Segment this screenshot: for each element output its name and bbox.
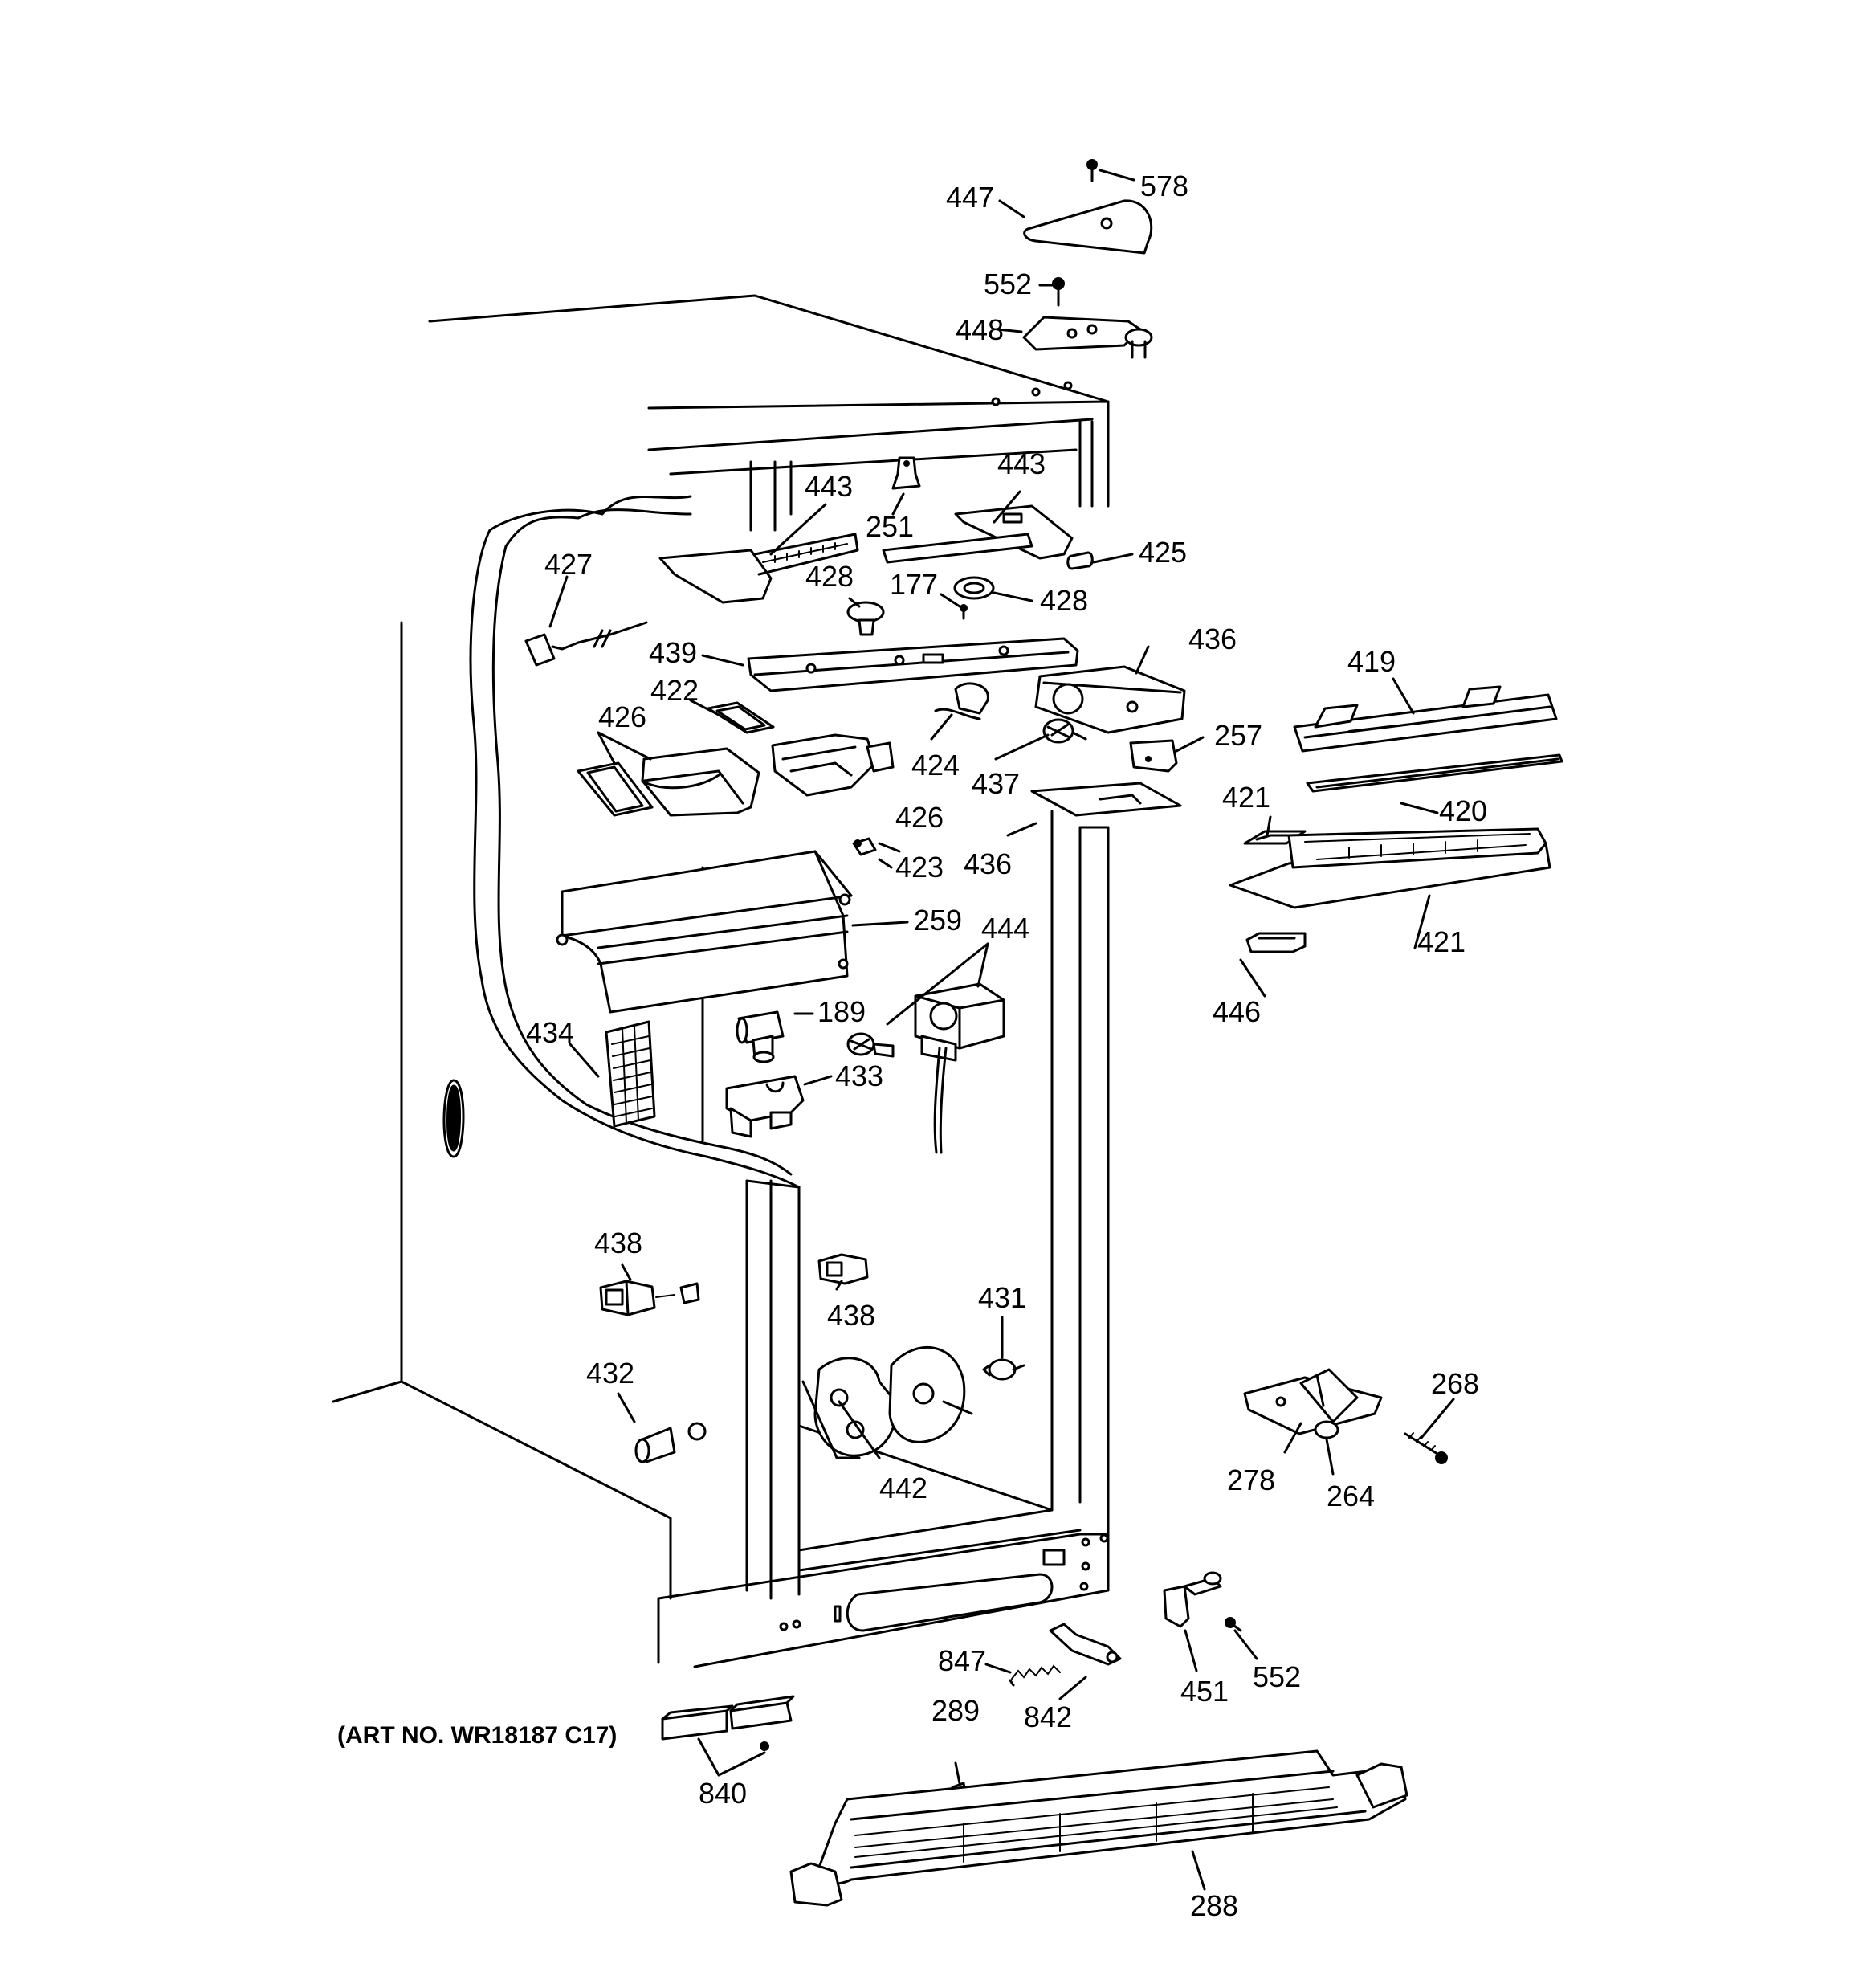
part-426-damper-control [771, 733, 895, 797]
part-840-brackets [661, 1695, 795, 1751]
callout-438-right: 438 [827, 1299, 875, 1332]
part-433-bracket [725, 1075, 805, 1138]
callout-424: 424 [911, 749, 960, 782]
part-444-lamp [846, 1032, 895, 1058]
part-278-bracket [1243, 1368, 1383, 1435]
callout-189: 189 [817, 995, 866, 1028]
callout-446: 446 [1213, 995, 1261, 1028]
callout-278: 278 [1227, 1463, 1275, 1496]
part-426-gasket-left [577, 761, 654, 817]
callout-443-left: 443 [805, 470, 853, 503]
callout-436-bottom: 436 [964, 847, 1012, 880]
callout-423: 423 [895, 851, 944, 884]
part-428-gear-left [846, 601, 885, 636]
part-432-bushing [634, 1422, 707, 1463]
part-451-hinge-bottom [1163, 1571, 1222, 1628]
callout-438-left: 438 [594, 1227, 642, 1259]
part-424-thermostat [934, 682, 989, 720]
part-437-lamp-socket [1042, 718, 1087, 744]
callout-426-right: 426 [895, 801, 944, 834]
callout-447: 447 [946, 181, 994, 214]
part-421-shelf-frame [1229, 827, 1551, 909]
callout-437: 437 [972, 767, 1020, 800]
callout-431: 431 [978, 1281, 1026, 1314]
callout-552: 552 [984, 267, 1032, 300]
art-number-caption: (ART NO. WR18187 C17) [337, 1722, 617, 1749]
callout-259: 259 [914, 904, 962, 937]
callout-425: 425 [1139, 536, 1187, 569]
callout-268: 268 [1431, 1367, 1479, 1400]
callout-434: 434 [526, 1016, 574, 1049]
callout-257: 257 [1214, 719, 1262, 752]
part-427-plug-wire [524, 621, 648, 667]
part-578-screw [1086, 159, 1098, 182]
callout-439: 439 [649, 636, 697, 669]
leader-lines [548, 169, 1455, 1891]
callout-432: 432 [586, 1357, 634, 1390]
part-420-trim-bar [1306, 753, 1563, 793]
part-177-screw [960, 604, 968, 620]
part-434-vent-grille [605, 1020, 656, 1128]
part-419-trim-strip [1293, 685, 1558, 753]
part-264-roller [1314, 1420, 1339, 1439]
part-446-light-lens [1245, 932, 1307, 953]
refrigerator-cabinet [332, 294, 1110, 1668]
callout-177: 177 [890, 568, 938, 601]
callout-421-small: 421 [1222, 781, 1270, 814]
callout-436-top: 436 [1188, 623, 1237, 655]
callout-288: 288 [1190, 1889, 1238, 1922]
callout-442: 442 [879, 1472, 927, 1504]
callout-289: 289 [932, 1694, 980, 1727]
part-443-damper-bracket-right [882, 504, 1074, 564]
part-438-light-socket-right [817, 1253, 869, 1285]
callout-labels: 578 447 552 448 443 251 443 425 427 428 … [337, 169, 1487, 1922]
callout-428-right: 428 [1040, 584, 1088, 617]
part-447-hinge-cover [1023, 199, 1153, 255]
part-436-lamp-shield [1030, 782, 1182, 817]
callout-448: 448 [956, 313, 1004, 346]
callout-443-right: 443 [997, 447, 1046, 480]
callout-451: 451 [1180, 1675, 1229, 1708]
part-436-control-housing [1034, 665, 1186, 734]
part-423-fitting [852, 837, 877, 856]
part-425-plug [1066, 551, 1094, 570]
part-438-light-socket-left [599, 1280, 700, 1316]
part-431-bulb [982, 1358, 1025, 1381]
callout-421-frame: 421 [1417, 925, 1466, 958]
callout-578: 578 [1140, 169, 1188, 202]
callout-264: 264 [1327, 1480, 1375, 1512]
callout-842: 842 [1024, 1700, 1072, 1733]
part-251-clip [891, 456, 921, 490]
part-847-spring [1009, 1664, 1061, 1687]
part-257-switch [1129, 739, 1178, 773]
part-842-link [1049, 1623, 1122, 1666]
callout-420: 420 [1439, 794, 1487, 827]
callout-428-left: 428 [805, 560, 854, 593]
part-552-screw-top [1052, 277, 1065, 307]
callout-251: 251 [866, 510, 914, 543]
part-443-damper-bracket-left [658, 533, 859, 604]
part-189-tee-fitting [736, 1010, 785, 1063]
part-422-gasket [707, 701, 775, 734]
callout-419: 419 [1347, 645, 1396, 678]
callout-444: 444 [981, 912, 1029, 945]
part-444-light-socket-housing [914, 982, 1005, 1154]
callout-422: 422 [650, 674, 699, 707]
part-442-fan-assembly [813, 1346, 973, 1457]
callout-552-bottom: 552 [1253, 1660, 1301, 1693]
part-428-gear-right [953, 576, 995, 600]
part-448-hinge-top [1022, 316, 1153, 359]
callout-427: 427 [544, 548, 593, 581]
callout-433: 433 [835, 1059, 883, 1092]
part-439-cover-plate [747, 637, 1079, 692]
part-552-screw-bottom [1225, 1617, 1242, 1632]
callout-840: 840 [699, 1777, 747, 1810]
callout-847: 847 [938, 1644, 986, 1677]
callout-426-left: 426 [598, 700, 646, 733]
part-426-duct [641, 747, 760, 817]
part-268-bolt [1404, 1432, 1448, 1464]
part-288-grille [789, 1749, 1408, 1907]
part-259-air-duct-cover [556, 850, 853, 1014]
